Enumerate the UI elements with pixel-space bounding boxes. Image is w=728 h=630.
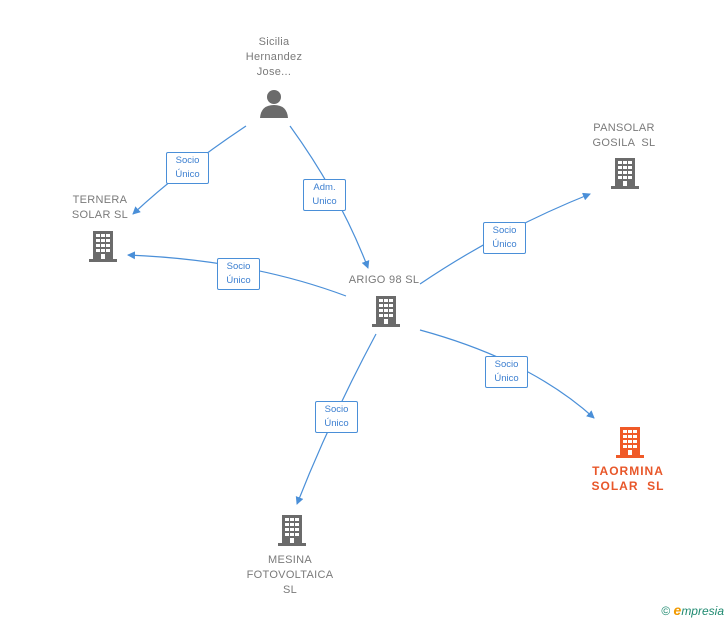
relation-qualifier: Unico: [312, 196, 337, 207]
edge-label-person-ternera[interactable]: Socio Único: [166, 152, 209, 184]
edge-label-arigo-taormina[interactable]: Socio Único: [485, 356, 528, 388]
brand-footer: © empresia: [661, 602, 724, 618]
person-node-label[interactable]: Sicilia Hernandez Jose...: [228, 35, 320, 80]
edge-label-person-arigo[interactable]: Adm. Unico: [303, 179, 346, 211]
ternera-name-line: TERNERA: [72, 194, 128, 206]
building-icon[interactable]: [608, 156, 642, 190]
person-name-line: Hernandez: [245, 51, 303, 63]
person-name-line: Sicilia: [258, 36, 290, 48]
relation-qualifier: Único: [226, 275, 251, 286]
building-icon[interactable]: [86, 229, 120, 263]
taormina-node-label[interactable]: TAORMINA SOLAR SL: [574, 464, 682, 494]
edge-label-arigo-pansolar[interactable]: Socio Único: [483, 222, 526, 254]
ternera-node-label[interactable]: TERNERA SOLAR SL: [52, 193, 148, 223]
relation-type: Socio: [324, 404, 349, 415]
relation-type: Socio: [226, 261, 251, 272]
brand-logo-initial: e: [673, 602, 682, 618]
relation-type: Socio: [494, 359, 519, 370]
relation-qualifier: Único: [175, 169, 200, 180]
mesina-name-line: MESINA: [268, 554, 312, 566]
relation-type: Socio: [175, 155, 200, 166]
edge-label-arigo-ternera[interactable]: Socio Único: [217, 258, 260, 290]
taormina-name-line: SOLAR SL: [591, 479, 665, 493]
brand-logo-text: mpresia: [681, 604, 724, 618]
mesina-name-line: FOTOVOLTAICA: [246, 569, 334, 581]
ternera-name-line: SOLAR SL: [71, 209, 129, 221]
relation-type: Adm.: [313, 182, 336, 193]
copyright-icon: ©: [661, 604, 671, 618]
pansolar-name-line: PANSOLAR: [593, 122, 655, 134]
relation-qualifier: Único: [494, 373, 519, 384]
mesina-node-label[interactable]: MESINA FOTOVOLTAICA SL: [236, 553, 344, 598]
arigo-node-label[interactable]: ARIGO 98 SL: [336, 273, 432, 288]
building-icon[interactable]: [275, 513, 309, 547]
building-icon[interactable]: [369, 294, 403, 328]
arigo-name-line: ARIGO 98 SL: [348, 274, 420, 286]
person-icon[interactable]: [259, 88, 289, 118]
building-icon-highlighted[interactable]: [613, 425, 647, 459]
edge-label-arigo-mesina[interactable]: Socio Único: [315, 401, 358, 433]
relation-qualifier: Único: [492, 239, 517, 250]
pansolar-node-label[interactable]: PANSOLAR GOSILA SL: [574, 121, 674, 151]
relation-type: Socio: [492, 225, 517, 236]
person-name-line: Jose...: [256, 66, 292, 78]
taormina-name-line: TAORMINA: [592, 464, 664, 478]
pansolar-name-line: GOSILA SL: [592, 137, 656, 149]
mesina-name-line: SL: [282, 584, 298, 596]
relation-qualifier: Único: [324, 418, 349, 429]
